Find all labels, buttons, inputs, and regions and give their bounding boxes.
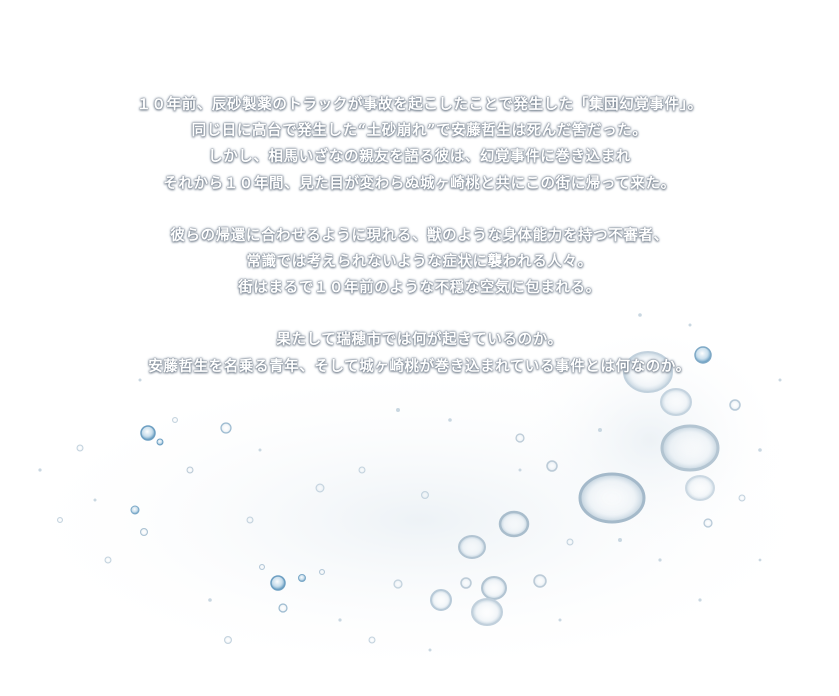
bubble-cluster-right [578, 346, 746, 528]
story-paragraph-1: １０年前、辰砂製薬のトラックが事故を起こしたことで発生した「集団幻覚事件」。 同… [0, 92, 839, 197]
story-line: １０年前、辰砂製薬のトラックが事故を起こしたことで発生した「集団幻覚事件」。 [136, 96, 703, 113]
story-line: 彼らの帰還に合わせるように現れる、獣のような身体能力を持つ不審者、 [170, 226, 669, 244]
bubble-cluster-left [57, 417, 232, 564]
story-paragraph-3: 果たして瑞穂市では何が起きているのか。 安藤哲生を名乗る青年、そして城ヶ崎桃が巻… [0, 327, 839, 379]
story-line: 同じ日に高台で発生した“土砂崩れ”で安藤哲生は死んだ筈だった。 [191, 122, 648, 140]
story-line: 安藤哲生を名乗る青年、そして城ヶ崎桃が巻き込まれている事件とは何なのか。 [148, 357, 691, 375]
bubble-specks [38, 313, 782, 652]
story-line: しかし、相馬いざなの親友を語る彼は、幻覚事件に巻き込まれ [208, 148, 631, 166]
story-line: 果たして瑞穂市では何が起きているのか。 [276, 331, 563, 349]
story-line: 常識では考えられないような症状に襲われる人々。 [246, 253, 593, 271]
bubble-cluster-center [393, 433, 574, 626]
story-line: それから１０年間、見た目が変わらぬ城ヶ崎桃と共にこの街に帰って来た。 [163, 174, 676, 192]
story-line: 街はまるで１０年前のような不穏な空気に包まれる。 [238, 279, 601, 297]
bubble-cluster-lower [224, 466, 376, 644]
story-paragraph-2: 彼らの帰還に合わせるように現れる、獣のような身体能力を持つ不審者、 常識では考え… [0, 223, 839, 302]
story-text: １０年前、辰砂製薬のトラックが事故を起こしたことで発生した「集団幻覚事件」。 同… [0, 92, 839, 406]
